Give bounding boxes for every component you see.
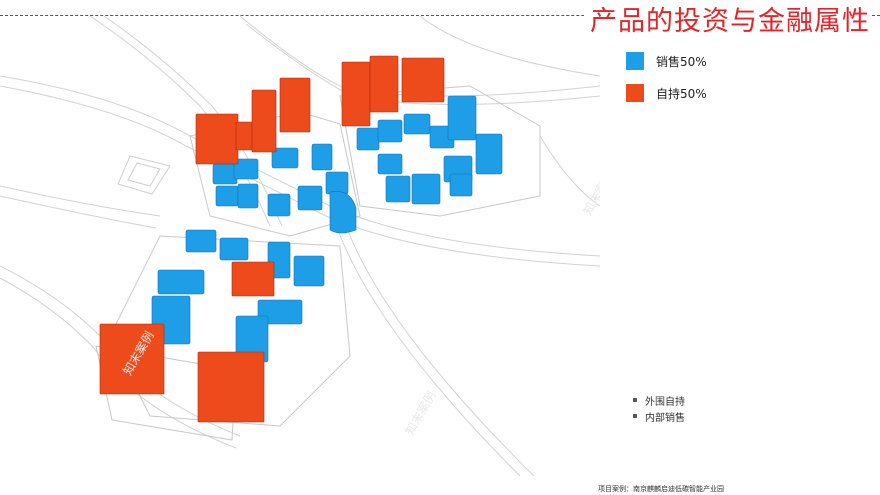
header-dashed-rule [0, 15, 880, 16]
site-plan-illustration: 知末案例 知末案例 知末案例 [0, 16, 600, 476]
legend: 销售50% 自持50% [626, 50, 707, 114]
hold-buildings [99, 55, 445, 423]
legend-item-sale: 销售50% [626, 50, 707, 72]
page-title: 产品的投资与金融属性 [584, 4, 870, 40]
bullet-icon [633, 398, 637, 402]
project-footer: 项目案例：南京麒麟启迪低碳智能产业园 [598, 485, 724, 493]
legend-item-hold: 自持50% [626, 82, 707, 104]
hold-swatch [626, 84, 644, 102]
notes-list: 外围自持 内部销售 [633, 392, 685, 424]
legend-label: 销售50% [656, 54, 707, 69]
note-text: 内部销售 [645, 412, 685, 424]
sale-swatch [626, 52, 644, 70]
note-text: 外围自持 [645, 396, 685, 408]
watermark-text: 知末案例 [580, 168, 600, 217]
note-item: 内部销售 [633, 408, 685, 424]
watermark-text: 知末案例 [402, 388, 439, 437]
roundabout [117, 155, 171, 195]
bullet-icon [633, 414, 637, 418]
legend-label: 自持50% [656, 86, 707, 101]
watermarks: 知末案例 知末案例 知末案例 [120, 168, 600, 437]
sale-buildings [151, 95, 503, 363]
note-item: 外围自持 [633, 392, 685, 408]
